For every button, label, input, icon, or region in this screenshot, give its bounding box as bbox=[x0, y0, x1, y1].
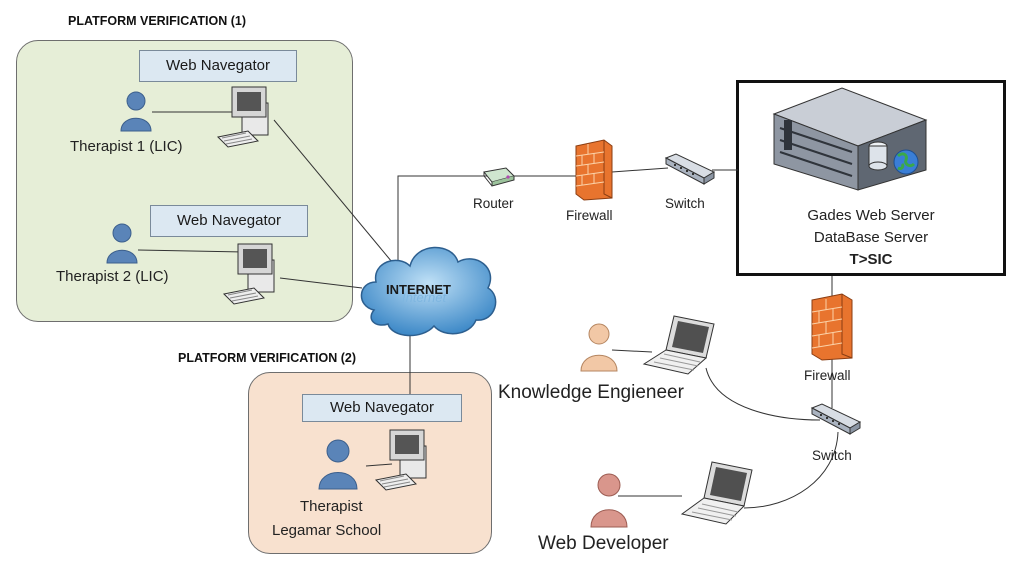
therapist-legamar-label-line-2: Legamar School bbox=[272, 522, 382, 539]
web-developer-laptop-icon bbox=[680, 461, 753, 525]
server-label-line-2: DataBase Server bbox=[813, 229, 929, 246]
switch-right-label: Switch bbox=[812, 448, 852, 463]
internet-label: INTERNET bbox=[386, 282, 451, 297]
server-label-line-1: Gades Web Server bbox=[807, 207, 935, 224]
therapist-2-label: Therapist 2 (LIC) bbox=[56, 268, 169, 285]
web-navegator-box-3: Web Navegator bbox=[302, 394, 462, 422]
server-rack-icon bbox=[772, 87, 928, 191]
therapist-legamar-label-line-1: Therapist bbox=[300, 498, 363, 515]
web-developer-label: Web Developer bbox=[538, 533, 669, 554]
knowledge-engineer-laptop-icon bbox=[642, 315, 715, 375]
web-developer-person-icon bbox=[590, 473, 628, 528]
therapist-2-person-icon bbox=[106, 223, 138, 264]
region-1-title: PLATFORM VERIFICATION (1) bbox=[68, 14, 246, 28]
web-navegator-box-2: Web Navegator bbox=[150, 205, 308, 237]
switch-top-icon bbox=[664, 153, 716, 185]
desktop-computer-icon-2 bbox=[222, 243, 275, 305]
firewall-right-icon bbox=[811, 293, 853, 361]
switch-right-icon bbox=[810, 403, 862, 435]
firewall-top-label: Firewall bbox=[566, 208, 613, 223]
therapist-legamar-person-icon bbox=[318, 439, 358, 490]
desktop-computer-icon-3 bbox=[374, 429, 427, 491]
knowledge-engineer-person-icon bbox=[580, 323, 618, 372]
switch-top-label: Switch bbox=[665, 196, 705, 211]
router-icon bbox=[483, 167, 515, 187]
web-navegator-box-1: Web Navegator bbox=[139, 50, 297, 82]
internet-cloud-shadow-text: Internet bbox=[402, 290, 447, 305]
desktop-computer-icon-1 bbox=[216, 86, 269, 148]
internet-cloud-icon: Internet bbox=[360, 246, 497, 337]
firewall-right-label: Firewall bbox=[804, 368, 851, 383]
knowledge-engineer-label: Knowledge Engieneer bbox=[498, 382, 684, 403]
server-label-line-3: T>SIC bbox=[849, 251, 893, 268]
platform-verification-1-region bbox=[16, 40, 353, 322]
firewall-top-icon bbox=[575, 139, 613, 201]
therapist-1-person-icon bbox=[120, 91, 152, 132]
therapist-1-label: Therapist 1 (LIC) bbox=[70, 138, 183, 155]
region-2-title: PLATFORM VERIFICATION (2) bbox=[178, 351, 356, 365]
router-label: Router bbox=[473, 196, 514, 211]
